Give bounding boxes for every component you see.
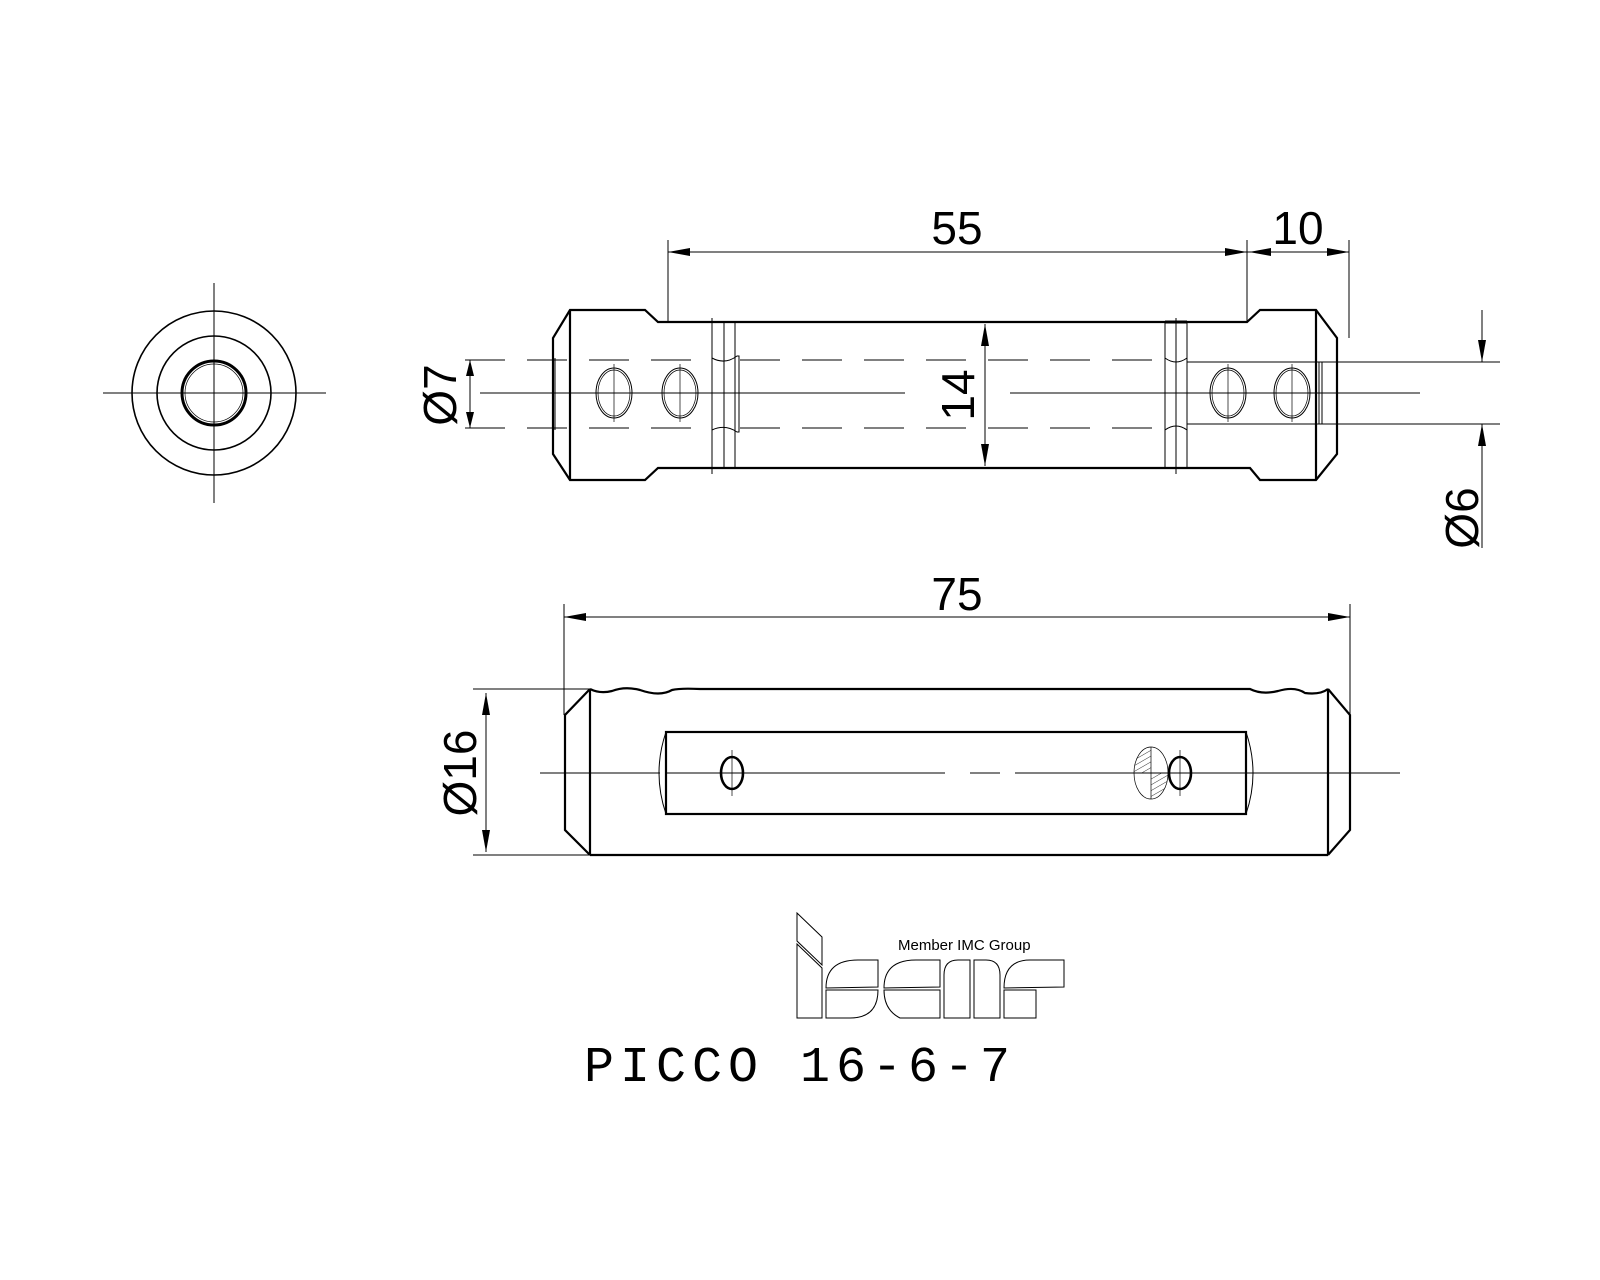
logo-tagline: Member IMC Group	[898, 937, 1031, 954]
dim-55-label: 55	[931, 202, 982, 254]
screw-holes-front	[595, 364, 1311, 422]
part-number-title: PICCO 16-6-7	[583, 1040, 1017, 1097]
dimension-dia-7: Ø7	[414, 360, 474, 428]
dimension-75: 75	[563, 568, 1351, 715]
dimension-dia-16: Ø16	[434, 688, 590, 856]
iscar-logo: Member IMC Group	[796, 911, 1065, 1019]
dimension-dia-6: Ø6	[1436, 310, 1488, 549]
side-view	[540, 687, 1400, 857]
dim-dia16-label: Ø16	[434, 730, 486, 817]
dim-10-label: 10	[1272, 202, 1323, 254]
front-view	[465, 308, 1500, 482]
dim-dia7-label: Ø7	[414, 364, 466, 425]
dim-75-label: 75	[931, 568, 982, 620]
dimension-10: 10	[1247, 202, 1350, 338]
dim-dia6-label: Ø6	[1436, 487, 1488, 548]
dimension-55: 55	[667, 202, 1248, 322]
dimension-14: 14	[932, 324, 989, 466]
center-of-gravity-symbol	[1133, 746, 1169, 800]
end-view	[103, 283, 326, 503]
dim-14-label: 14	[932, 369, 984, 420]
